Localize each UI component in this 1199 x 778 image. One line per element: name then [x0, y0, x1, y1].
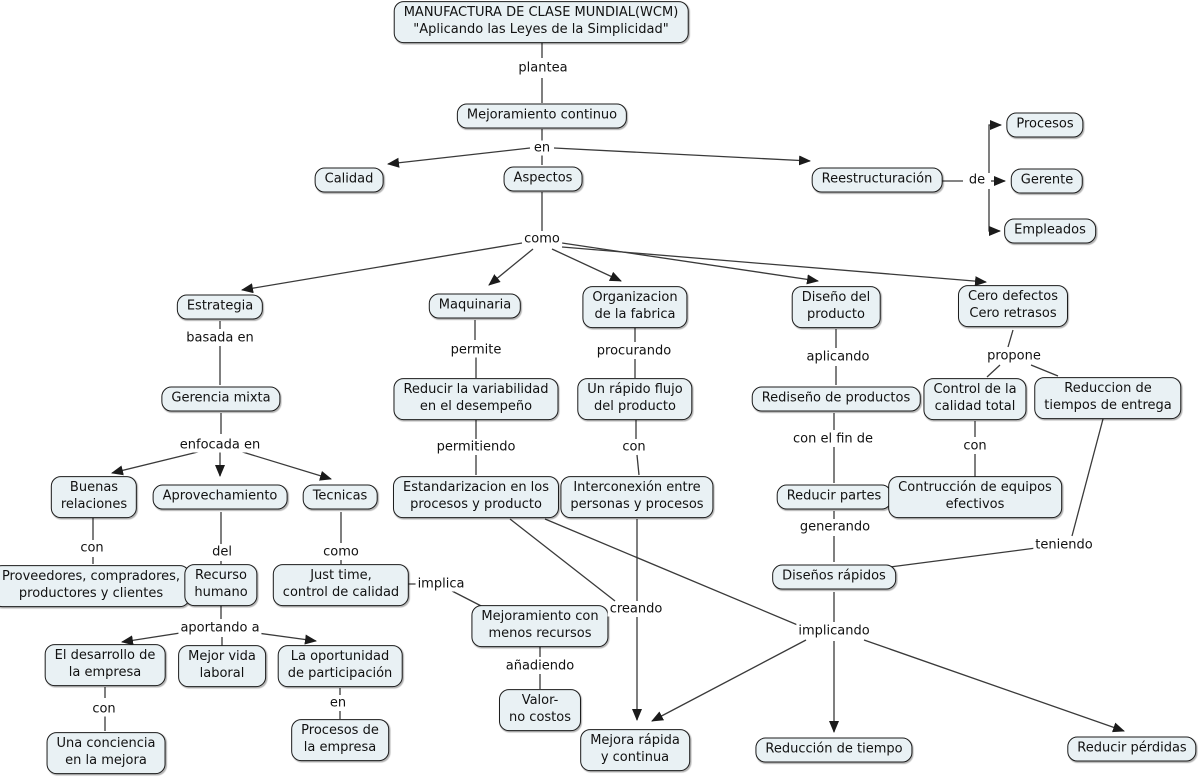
concept-procesos[interactable]: Procesos: [1006, 112, 1084, 138]
concept-rapido-flujo[interactable]: Un rápido flujo del producto: [577, 378, 693, 420]
edge-line: [651, 639, 807, 722]
concept-valor-no-costos[interactable]: Valor- no costos: [498, 689, 582, 731]
link-label-del[interactable]: del: [210, 544, 234, 560]
edge-line: [235, 449, 332, 481]
edge-line: [111, 449, 207, 476]
edge-line: [544, 518, 801, 627]
concept-reduccion-tiempos-entrega[interactable]: Reduccion de tiempos de entrega: [1034, 377, 1182, 419]
concept-estandarizacion[interactable]: Estandarizacion en los procesos y produc…: [392, 476, 560, 518]
link-label-anadiendo[interactable]: añadiendo: [503, 658, 577, 674]
edge-line: [387, 147, 531, 168]
edges-group: [92, 42, 1125, 733]
concept-tecnicas[interactable]: Tecnicas: [302, 484, 378, 510]
concept-cero-defectos[interactable]: Cero defectos Cero retrasos: [957, 285, 1069, 327]
concept-gerente[interactable]: Gerente: [1010, 168, 1084, 194]
edge-line: [553, 147, 811, 166]
edge-line: [1030, 364, 1059, 377]
link-label-con-flujo[interactable]: con: [620, 439, 648, 455]
edge-line: [509, 518, 616, 602]
link-label-con-el-fin-de[interactable]: con el fin de: [790, 431, 876, 447]
link-label-implica[interactable]: implica: [415, 576, 467, 592]
edge-line: [551, 248, 622, 282]
link-label-con-calidad[interactable]: con: [961, 438, 989, 454]
concept-interconexion[interactable]: Interconexión entre personas y procesos: [560, 476, 714, 518]
concept-wcm-title[interactable]: MANUFACTURA DE CLASE MUNDIAL(WCM) "Aplic…: [393, 1, 689, 43]
concept-procesos-empresa[interactable]: Procesos de la empresa: [291, 719, 389, 761]
concept-disenos-rapidos[interactable]: Diseños rápidos: [772, 564, 896, 590]
link-label-como-1[interactable]: como: [522, 231, 562, 247]
concept-reducir-perdidas[interactable]: Reducir pérdidas: [1067, 736, 1197, 762]
edge-line: [889, 547, 1037, 568]
edge-line: [986, 364, 1001, 378]
edge-line: [988, 120, 1002, 173]
concept-aspectos[interactable]: Aspectos: [503, 166, 583, 192]
concept-mejoramiento-continuo[interactable]: Mejoramiento continuo: [456, 103, 628, 129]
concept-gerencia-mixta[interactable]: Gerencia mixta: [161, 386, 281, 412]
concept-just-time[interactable]: Just time, control de calidad: [272, 564, 410, 606]
edge-line: [241, 242, 523, 294]
edge-line: [488, 248, 534, 286]
concept-reducir-partes[interactable]: Reducir partes: [776, 484, 892, 510]
concept-recurso-humano[interactable]: Recurso humano: [184, 564, 258, 606]
edge-line: [561, 246, 987, 287]
link-label-implicando[interactable]: implicando: [796, 623, 872, 639]
concept-desarrollo-empresa[interactable]: El desarrollo de la empresa: [44, 644, 166, 686]
link-label-enfocada-en[interactable]: enfocada en: [177, 437, 263, 453]
link-label-con-desarrollo[interactable]: con: [90, 701, 118, 717]
link-label-creando[interactable]: creando: [607, 601, 665, 617]
concept-mejora-rapida[interactable]: Mejora rápida y continua: [580, 729, 690, 771]
link-label-procurando[interactable]: procurando: [594, 343, 674, 359]
concept-empleados[interactable]: Empleados: [1004, 218, 1096, 244]
concept-calidad[interactable]: Calidad: [314, 167, 384, 193]
link-label-de[interactable]: de: [966, 172, 988, 188]
link-label-con-relaciones[interactable]: con: [78, 540, 106, 556]
link-label-permitiendo[interactable]: permitiendo: [434, 439, 518, 455]
edge-line: [988, 189, 1001, 236]
link-label-permite[interactable]: permite: [448, 342, 504, 358]
link-label-generando[interactable]: generando: [797, 519, 873, 535]
link-label-aplicando[interactable]: aplicando: [804, 349, 872, 365]
concept-reducir-variabilidad[interactable]: Reducir la variabilidad en el desempeño: [393, 378, 559, 420]
link-label-teniendo[interactable]: teniendo: [1033, 537, 1095, 553]
edge-line: [561, 242, 819, 285]
link-label-como-2[interactable]: como: [321, 544, 361, 560]
link-label-aportando-a[interactable]: aportando a: [178, 620, 262, 636]
concept-organizacion-fabrica[interactable]: Organizacion de la fabrica: [582, 286, 688, 328]
edge-line: [636, 454, 640, 476]
edge-line: [863, 639, 1125, 733]
concept-aprovechamiento[interactable]: Aprovechamiento: [152, 484, 288, 510]
concept-control-calidad-total[interactable]: Control de la calidad total: [923, 378, 1027, 420]
concept-construccion-equipos[interactable]: Contrucción de equipos efectivos: [888, 476, 1062, 518]
concept-oportunidad-participacion[interactable]: La oportunidad de participación: [277, 645, 403, 687]
link-label-en-1[interactable]: en: [531, 140, 553, 156]
concept-maquinaria[interactable]: Maquinaria: [428, 293, 522, 319]
concept-reduccion-tiempo[interactable]: Reducción de tiempo: [755, 737, 913, 763]
edge-line: [1071, 418, 1104, 537]
concept-reestructuracion[interactable]: Reestructuración: [811, 167, 943, 193]
concept-una-conciencia[interactable]: Una conciencia en la mejora: [46, 732, 166, 774]
concept-mejoramiento-menos-recursos[interactable]: Mejoramiento con menos recursos: [471, 605, 609, 647]
concept-diseno-producto[interactable]: Diseño del producto: [791, 286, 881, 328]
link-label-propone[interactable]: propone: [985, 348, 1043, 364]
concept-rediseno-productos[interactable]: Rediseño de productos: [751, 386, 921, 412]
concept-buenas-relaciones[interactable]: Buenas relaciones: [50, 476, 138, 518]
concept-mejor-vida-laboral[interactable]: Mejor vida laboral: [178, 645, 266, 687]
link-label-en-2[interactable]: en: [327, 695, 349, 711]
concept-proveedores[interactable]: Proveedores, compradores, productores y …: [0, 565, 191, 607]
link-label-plantea[interactable]: plantea: [516, 60, 570, 76]
edge-line: [1007, 329, 1014, 348]
link-label-basada-en[interactable]: basada en: [184, 330, 256, 346]
concept-estrategia[interactable]: Estrategia: [176, 294, 264, 320]
